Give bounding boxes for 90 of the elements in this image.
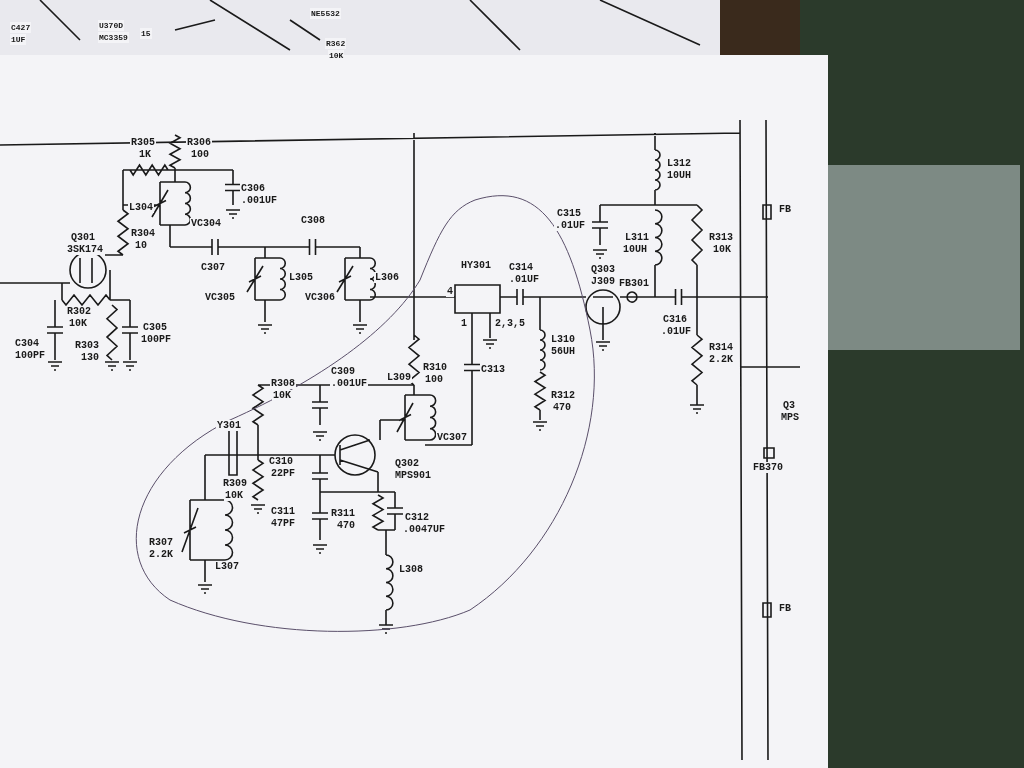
component-label: 2.2K [148,549,174,560]
component-label: Y301 [216,420,242,431]
component-label: 10K [712,244,732,255]
component-label: L306 [374,272,400,283]
component-label: 2.2K [708,354,734,365]
component-label: 10K [328,50,345,61]
component-label: C313 [480,364,506,375]
component-label: Q3 [782,400,796,411]
component-label: Q302 [394,458,420,469]
component-label: L310 [550,334,576,345]
component-label: NE5532 [310,8,341,19]
component-label: C305 [142,322,168,333]
component-label: 10UH [666,170,692,181]
component-label: R302 [66,306,92,317]
component-label: C307 [200,262,226,273]
component-label: Q303 [590,264,616,275]
component-label: MPS901 [394,470,432,481]
component-label: R311 [330,508,356,519]
component-label: 15 [140,28,152,39]
component-label: L304 [128,202,154,213]
component-label: C308 [300,215,326,226]
component-label: R305 [130,137,156,148]
component-label: 4 [446,286,454,297]
component-label: R312 [550,390,576,401]
component-label: C310 [268,456,294,467]
component-label: 100 [190,149,210,160]
component-label: C309 [330,366,356,377]
component-label: .001UF [330,378,368,389]
component-label: .01UF [660,326,692,337]
component-label: 10K [272,390,292,401]
component-label: 470 [336,520,356,531]
component-label: C427 [10,22,32,33]
component-label: C315 [556,208,582,219]
component-label: R314 [708,342,734,353]
component-label: C312 [404,512,430,523]
component-label: L312 [666,158,692,169]
component-label: 3SK174 [66,244,104,255]
component-label: 100 [424,374,444,385]
component-label: .01UF [554,220,586,231]
component-label: C314 [508,262,534,273]
component-label: FB [778,204,792,215]
component-label: VC305 [204,292,236,303]
component-label: L309 [386,372,412,383]
component-label: L305 [288,272,314,283]
component-label: .001UF [240,195,278,206]
component-label: 1UF [10,34,27,45]
component-label: 1 [460,318,468,329]
component-label: MPS [780,412,800,423]
component-label: HY301 [460,260,492,271]
component-label: R310 [422,362,448,373]
component-label: FB370 [752,462,784,473]
component-label: R307 [148,537,174,548]
component-label: L308 [398,564,424,575]
component-label: C304 [14,338,40,349]
component-label: 10K [224,490,244,501]
component-label: FB301 [618,278,650,289]
component-label: 56UH [550,346,576,357]
component-label: C316 [662,314,688,325]
component-label: R308 [270,378,296,389]
component-label: C306 [240,183,266,194]
component-label: 47PF [270,518,296,529]
component-label: 130 [80,352,100,363]
component-label: VC304 [190,218,222,229]
component-label: L311 [624,232,650,243]
component-label: 10UH [622,244,648,255]
component-label: L307 [214,561,240,572]
component-label: 470 [552,402,572,413]
component-label: R304 [130,228,156,239]
component-label: 100PF [14,350,46,361]
component-label: VC307 [436,432,468,443]
component-label: R313 [708,232,734,243]
component-label: .01UF [508,274,540,285]
component-label: 100PF [140,334,172,345]
component-label: R309 [222,478,248,489]
component-label: FB [778,603,792,614]
component-label: U370D [98,20,124,31]
component-label: 10K [68,318,88,329]
component-label: C311 [270,506,296,517]
component-label: 2,3,5 [494,318,526,329]
component-label: R303 [74,340,100,351]
component-label: Q301 [70,232,96,243]
component-label: R306 [186,137,212,148]
component-label: VC306 [304,292,336,303]
component-label: 10 [134,240,148,251]
component-label: J309 [590,276,616,287]
component-label: R362 [325,38,347,49]
component-label: MC3359 [98,32,129,43]
component-label: 1K [138,149,152,160]
component-label: .0047UF [402,524,446,535]
component-label: 22PF [270,468,296,479]
